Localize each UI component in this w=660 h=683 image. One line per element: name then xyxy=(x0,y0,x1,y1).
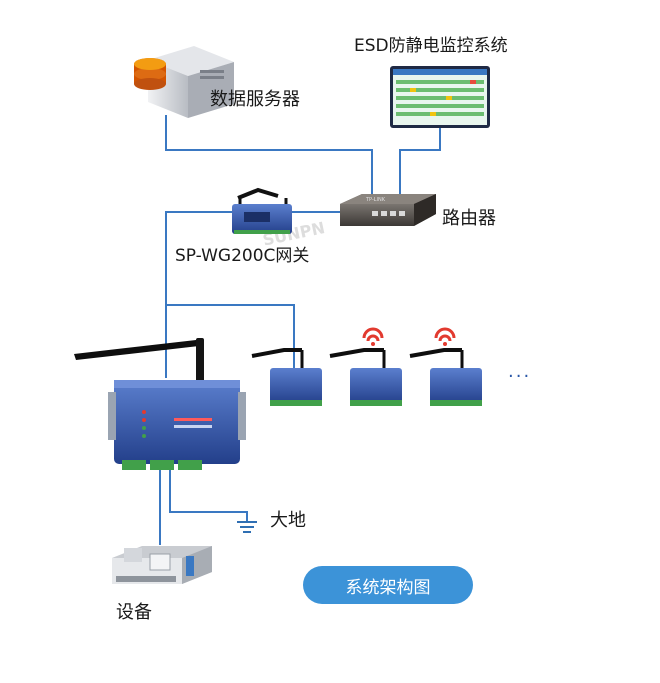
main-collector-device-icon xyxy=(74,338,246,470)
wireless-node-2 xyxy=(329,327,402,406)
equipment-machine-icon xyxy=(112,546,212,584)
gateway-device-icon xyxy=(232,187,292,234)
monitor-to-router-line xyxy=(399,128,441,198)
router-icon: TP-LINK xyxy=(340,194,436,226)
device-label: 设备 xyxy=(116,602,152,623)
wireless-node-3 xyxy=(409,327,482,406)
architecture-badge: 系统架构图 xyxy=(303,566,473,604)
main-antenna xyxy=(74,340,199,360)
server-icon xyxy=(134,46,234,118)
ground-wire-line xyxy=(169,470,248,522)
wireless-node-1 xyxy=(251,348,322,406)
more-nodes-indicator: ··· xyxy=(508,366,532,387)
router-label: 路由器 xyxy=(442,208,496,229)
terminal-blocks xyxy=(122,460,202,470)
gateway-label: SP-WG200C网关 xyxy=(175,246,310,266)
wifi-signal-icon xyxy=(434,327,456,339)
connection-lines xyxy=(159,115,441,545)
database-icon xyxy=(134,58,166,90)
server-to-router-line xyxy=(165,115,373,198)
node-bus-line xyxy=(166,304,295,368)
monitor-screen-icon xyxy=(390,66,490,128)
router-brand: TP-LINK xyxy=(365,197,386,203)
ground-symbol-icon xyxy=(237,521,257,533)
server-label: 数据服务器 xyxy=(210,89,300,110)
monitor-label: ESD防静电监控系统 xyxy=(354,36,508,56)
monitor-grid-dots xyxy=(396,80,484,116)
router-ports xyxy=(372,211,405,216)
wifi-signal-icon xyxy=(362,327,384,339)
status-leds xyxy=(142,410,146,438)
ground-label: 大地 xyxy=(270,510,306,531)
